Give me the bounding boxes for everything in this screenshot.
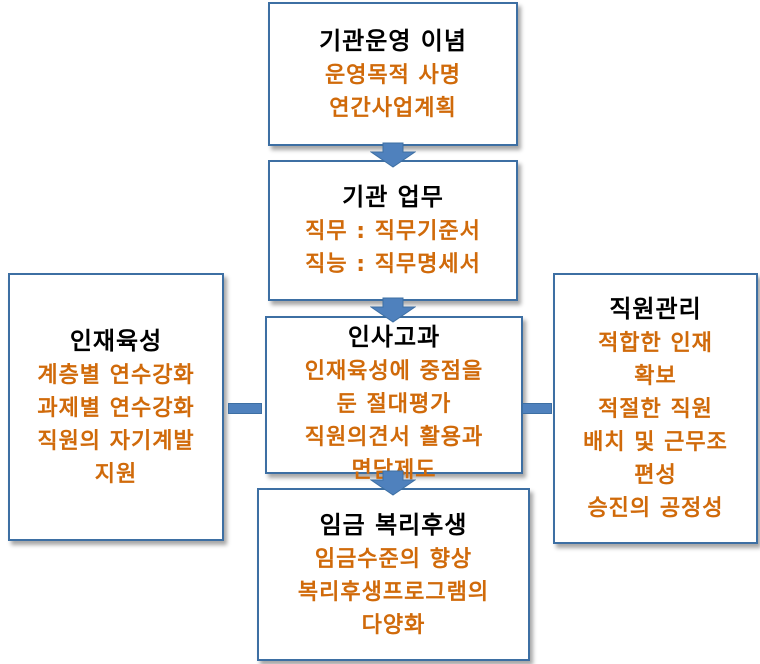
- duty-title: 기관 업무: [342, 183, 444, 211]
- staff-management-box: 직원관리 적합한 인재 확보 적절한 직원 배치 및 근무조 편성 승진의 공정…: [553, 273, 758, 544]
- appraisal-title: 인사고과: [347, 323, 441, 351]
- right-connector: [522, 403, 552, 414]
- wage-welfare-box: 임금 복리후생 임금수준의 향상 복리후생프로그램의 다양화: [257, 488, 530, 661]
- training-title: 인재육성: [69, 326, 163, 355]
- down-arrow-icon: [370, 297, 416, 323]
- wage-welfare-line: 다양화: [361, 612, 426, 638]
- staff-management-line: 적합한 인재: [598, 331, 713, 356]
- duty-line: 직능 : 직무명세서: [305, 252, 481, 277]
- wage-welfare-line: 임금수준의 향상: [314, 546, 473, 572]
- appraisal-box: 인사고과 인재육성에 중점을 둔 절대평가 직원의견서 활용과 면담제도: [265, 316, 523, 483]
- staff-management-title: 직원관리: [609, 295, 702, 323]
- wage-welfare-title: 임금 복리후생: [319, 510, 468, 539]
- staff-management-line: 편성: [634, 463, 677, 488]
- mission-line: 운영목적 사명: [324, 62, 462, 88]
- appraisal-line: 둔 절대평가: [336, 392, 452, 417]
- left-connector: [228, 403, 262, 414]
- staff-management-line: 확보: [634, 364, 677, 389]
- appraisal-line: 인재육성에 중점을: [304, 359, 484, 384]
- duty-box: 기관 업무 직무 : 직무기준서 직능 : 직무명세서: [268, 160, 518, 301]
- mission-title: 기관운영 이념: [319, 26, 467, 55]
- down-arrow-icon: [370, 470, 416, 496]
- duty-line: 직무 : 직무기준서: [305, 219, 481, 244]
- training-line: 과제별 연수강화: [37, 395, 195, 421]
- down-arrow-icon: [370, 142, 416, 168]
- training-line: 계층별 연수강화: [37, 362, 195, 388]
- mission-box: 기관운영 이념 운영목적 사명 연간사업계획: [268, 2, 518, 146]
- staff-management-line: 적절한 직원: [598, 397, 713, 422]
- wage-welfare-line: 복리후생프로그램의: [297, 579, 490, 605]
- mission-line: 연간사업계획: [329, 95, 457, 121]
- staff-management-line: 배치 및 근무조: [583, 430, 728, 455]
- appraisal-line: 직원의견서 활용과: [304, 425, 484, 450]
- staff-management-line: 승진의 공정성: [587, 496, 724, 521]
- training-line: 직원의 자기계발: [37, 428, 195, 454]
- training-box: 인재육성 계층별 연수강화 과제별 연수강화 직원의 자기계발 지원: [8, 273, 224, 541]
- training-line: 지원: [94, 461, 138, 487]
